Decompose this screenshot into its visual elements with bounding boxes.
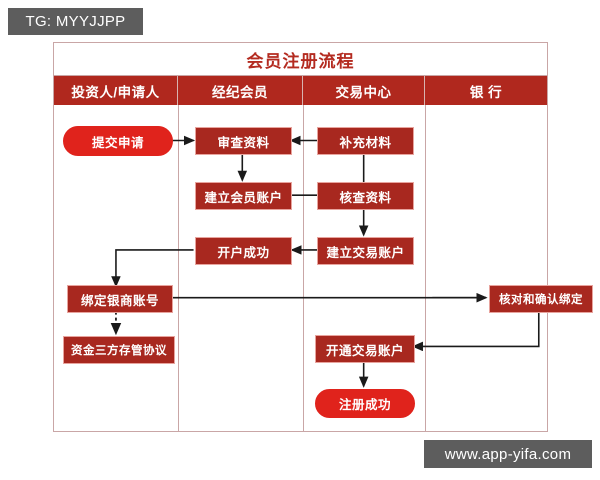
node-account-opened[interactable]: 开户成功	[195, 237, 292, 265]
swimlane-header-investor: 投资人/申请人	[54, 76, 178, 105]
flowchart-table: 会员注册流程 投资人/申请人 经纪会员 交易中心 银 行	[53, 42, 593, 432]
node-label: 开通交易账户	[325, 343, 404, 358]
node-label: 注册成功	[338, 398, 391, 412]
swimlane-divider-3	[425, 105, 426, 432]
swimlane-header-trading-center: 交易中心	[303, 76, 425, 105]
telegram-watermark: TG: MYYJJPP	[8, 8, 143, 35]
swimlane-divider-1	[178, 105, 179, 432]
node-bind-bank-account[interactable]: 绑定银商账号	[67, 285, 173, 313]
swimlane-header-label: 经纪会员	[212, 84, 268, 100]
node-submit-application[interactable]: 提交申请	[63, 126, 173, 156]
connector-confirm-to-activate	[411, 311, 540, 352]
telegram-watermark-text: TG: MYYJJPP	[25, 13, 126, 30]
node-label: 绑定银商账号	[80, 293, 159, 308]
site-watermark: www.app-yifa.com	[424, 440, 592, 468]
swimlane-header-row: 投资人/申请人 经纪会员 交易中心 银 行	[54, 76, 547, 105]
swimlane-header-label: 投资人/申请人	[71, 84, 160, 100]
node-third-party-custody[interactable]: 资金三方存管协议	[63, 336, 175, 364]
node-label: 核查资料	[339, 190, 392, 205]
node-label: 补充材料	[339, 135, 392, 150]
swimlane-header-bank: 银 行	[425, 76, 547, 105]
node-label: 审查资料	[217, 135, 270, 150]
node-label: 资金三方存管协议	[71, 345, 167, 357]
node-label: 开户成功	[217, 245, 270, 260]
node-label: 建立交易账户	[326, 245, 405, 260]
swimlane-header-broker: 经纪会员	[178, 76, 303, 105]
flowchart-title-bar: 会员注册流程	[54, 43, 547, 76]
node-supplement-materials[interactable]: 补充材料	[317, 127, 414, 155]
swimlane-header-label: 交易中心	[335, 84, 392, 100]
node-label: 提交申请	[91, 135, 144, 150]
node-create-trade-account[interactable]: 建立交易账户	[317, 237, 414, 265]
node-registration-success[interactable]: 注册成功	[315, 389, 415, 418]
node-label: 建立会员账户	[204, 190, 283, 205]
node-verify-materials[interactable]: 核查资料	[317, 182, 414, 210]
page-title: 会员注册流程	[246, 51, 355, 71]
swimlane-divider-2	[303, 105, 304, 432]
connector-opened-to-bind-bank	[111, 249, 194, 288]
node-activate-trade-account[interactable]: 开通交易账户	[315, 335, 415, 363]
node-review-materials[interactable]: 审查资料	[195, 127, 292, 155]
site-watermark-text: www.app-yifa.com	[444, 445, 572, 463]
swimlane-header-label: 银 行	[469, 84, 503, 100]
node-create-member-account[interactable]: 建立会员账户	[195, 182, 292, 210]
node-label: 核对和确认绑定	[499, 294, 583, 306]
node-confirm-binding[interactable]: 核对和确认绑定	[489, 285, 593, 313]
